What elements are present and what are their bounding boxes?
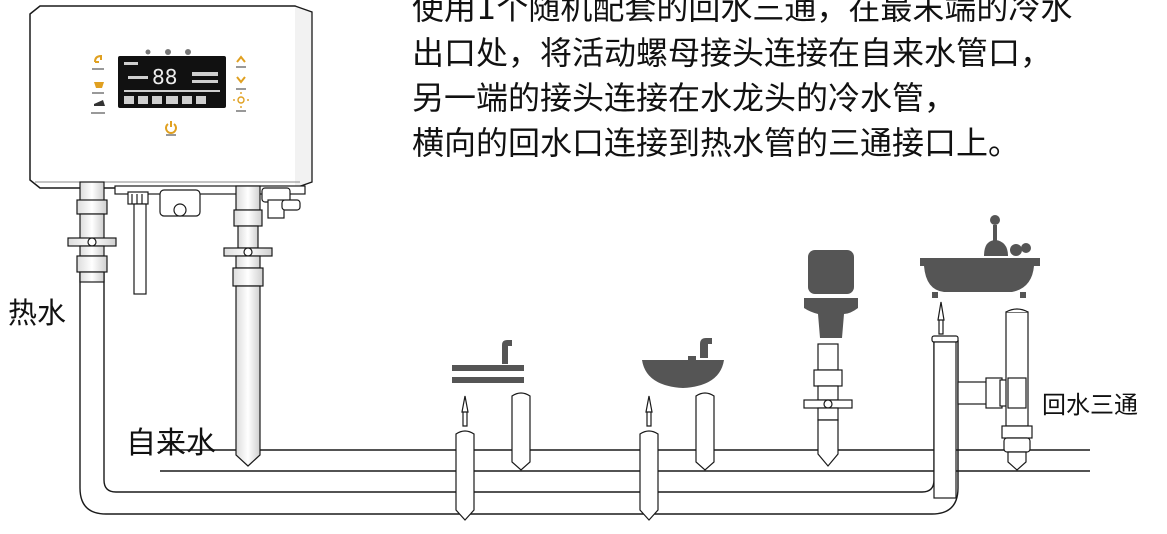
water-heater: 88 (29, 5, 313, 295)
installation-instructions: 使用1个随机配套的回水三通，在最末端的冷水 出口处，将活动螺母接头连接在自来水管… (412, 0, 1167, 186)
instruction-line: 使用1个随机配套的回水三通，在最末端的冷水 (412, 0, 1073, 27)
instruction-line: 横向的回水口连接到热水管的三通接口上。 (412, 124, 1021, 162)
control-panel: 88 (91, 49, 249, 136)
lcd-display (118, 56, 226, 108)
power-icon[interactable] (165, 121, 177, 134)
washbasin-icon (642, 338, 724, 388)
chevron-down-icon[interactable] (236, 76, 246, 84)
tap-water-label: 自来水 (126, 426, 216, 461)
kitchen-faucet-icon (452, 340, 524, 383)
cold-water-inlet (223, 185, 273, 467)
instruction-line: 出口处，将活动螺母接头连接在自来水管口， (412, 34, 1053, 72)
cup-icon (94, 82, 104, 88)
toilet-icon (804, 250, 858, 338)
lcd-segments (124, 62, 220, 104)
chevron-up-icon[interactable] (236, 55, 246, 63)
bathtub-supply-pipe (931, 301, 959, 499)
hot-water-label: 热水 (8, 296, 67, 330)
instruction-line: 另一端的接头连接在水龙头的冷水管， (412, 79, 957, 117)
heater-fittings (114, 185, 306, 295)
sun-icon[interactable] (233, 92, 249, 108)
hot-water-outlet (67, 181, 117, 283)
toilet-supply-valve (803, 343, 853, 467)
kitchen-supply-pipe (455, 392, 531, 521)
tap-icon (94, 54, 102, 63)
return-tee (957, 308, 1033, 471)
lcd-digits: 88 (152, 65, 177, 89)
bathtub-icon (920, 215, 1040, 298)
return-tee-label: 回水三通 (1042, 391, 1138, 419)
washbasin-supply-pipe (639, 392, 715, 521)
bath-icon (94, 100, 105, 106)
lcd-top-icons (145, 49, 191, 55)
